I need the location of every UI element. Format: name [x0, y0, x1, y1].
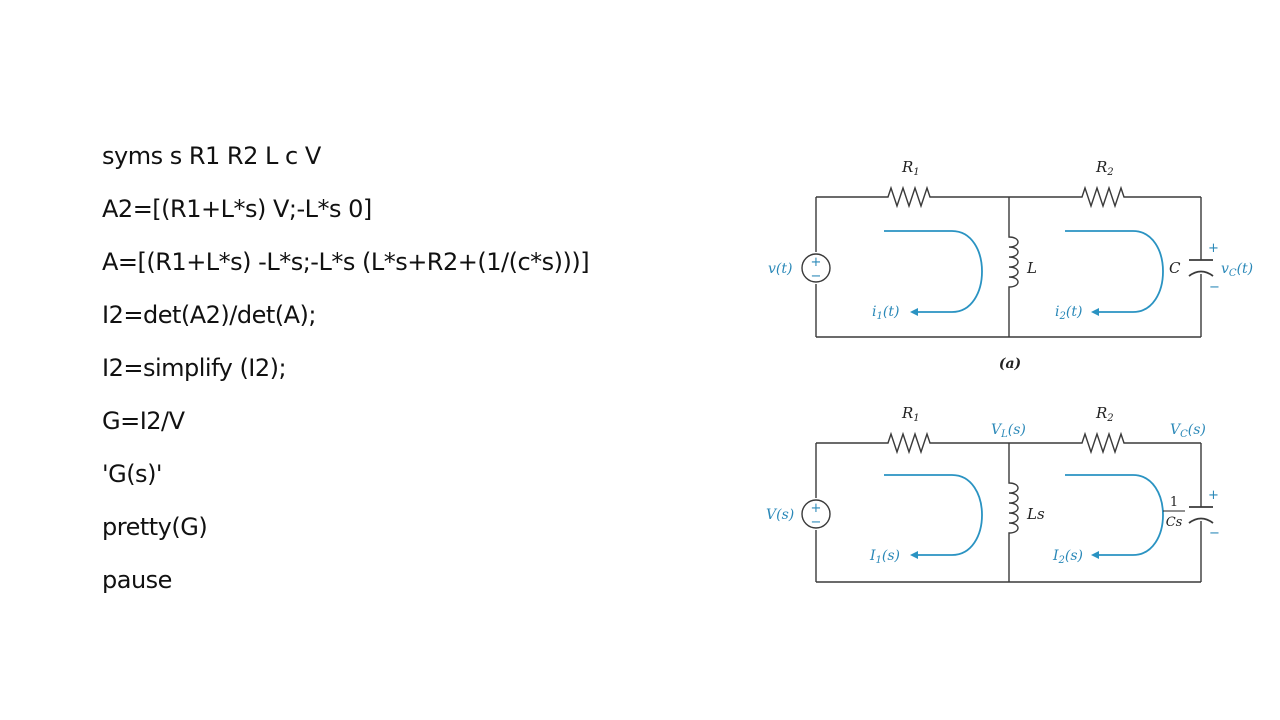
circuit-b-cap-minus: −: [1209, 526, 1220, 541]
matlab-code-block: syms s R1 R2 L c V A2=[(R1+L*s) V;-L*s 0…: [102, 137, 662, 614]
circuit-b-i2-label: I2(s): [1052, 548, 1083, 566]
circuit-a-i1-label: i1(t): [872, 304, 899, 322]
circuit-a-inductor: [1008, 197, 1019, 337]
circuit-b-voltage-source: + −: [801, 499, 831, 530]
code-line-3: A=[(R1+L*s) -L*s;-L*s (L*s+R2+(1/(c*s)))…: [102, 248, 590, 276]
circuit-b: + − R1 R2 VL(s) VC(s) Ls 1 Cs + − V(s) I…: [766, 404, 1220, 583]
circuit-b-vc-label: VC(s): [1170, 422, 1206, 440]
circuit-a-loop-1: [884, 230, 983, 316]
circuit-b-source-plus: +: [811, 501, 822, 516]
circuit-b-loop-1: [884, 474, 983, 559]
circuit-b-cap-plus: +: [1208, 488, 1219, 503]
circuit-a-loop-2: [1065, 230, 1164, 316]
circuit-a-top-wire: [816, 185, 1201, 209]
code-line-1: syms s R1 R2 L c V: [102, 142, 321, 170]
circuit-b-top-wire: [816, 431, 1201, 455]
circuit-b-inductor: [1008, 443, 1019, 582]
code-line-6: G=I2/V: [102, 407, 185, 435]
code-line-2: A2=[(R1+L*s) V;-L*s 0]: [102, 195, 372, 223]
code-line-4: I2=det(A2)/det(A);: [102, 301, 317, 329]
circuit-a-source-plus: +: [811, 255, 822, 270]
code-line-7: 'G(s)': [102, 460, 163, 488]
circuit-b-r1-label: R1: [901, 404, 920, 424]
circuit-a-source-minus: −: [811, 269, 822, 284]
circuit-b-r2-label: R2: [1095, 404, 1114, 424]
code-line-8: pretty(G): [102, 513, 208, 541]
circuit-a-capacitor-label: C: [1169, 259, 1181, 277]
circuit-a-inductor-label: L: [1026, 259, 1037, 277]
circuit-diagram-svg: + − R1 R2 L C v(t) + − vC(t) i1(t) i2(t)…: [766, 158, 1253, 583]
circuit-a-r1-label: R1: [901, 158, 920, 178]
circuit-a-capacitor: [1188, 259, 1214, 277]
circuit-a-cap-plus: +: [1208, 241, 1219, 256]
circuit-a-i2-label: i2(t): [1055, 304, 1082, 322]
circuit-b-source-label: V(s): [766, 507, 794, 523]
circuit-b-i1-label: I1(s): [869, 548, 900, 566]
circuit-a-r2-label: R2: [1095, 158, 1114, 178]
code-line-9: pause: [102, 566, 172, 594]
circuit-figure: + − R1 R2 L C v(t) + − vC(t) i1(t) i2(t)…: [760, 145, 1265, 600]
code-line-5: I2=simplify (I2);: [102, 354, 287, 382]
circuit-a: + − R1 R2 L C v(t) + − vC(t) i1(t) i2(t)…: [768, 158, 1253, 372]
circuit-b-cap-numerator: 1: [1170, 495, 1178, 510]
circuit-a-cap-minus: −: [1209, 280, 1220, 295]
circuit-b-inductor-label: Ls: [1026, 505, 1045, 523]
circuit-b-loop-2: [1065, 474, 1164, 559]
circuit-a-caption: (a): [999, 356, 1021, 372]
circuit-b-vl-label: VL(s): [991, 422, 1026, 440]
circuit-b-source-minus: −: [811, 515, 822, 530]
circuit-a-voltage-source: + −: [801, 253, 831, 284]
circuit-b-capacitor-label: 1 Cs: [1163, 495, 1185, 530]
circuit-a-source-label: v(t): [768, 261, 792, 277]
circuit-b-cap-denominator: Cs: [1166, 515, 1183, 530]
circuit-a-vc-label: vC(t): [1221, 261, 1253, 279]
circuit-b-capacitor: [1188, 506, 1214, 524]
